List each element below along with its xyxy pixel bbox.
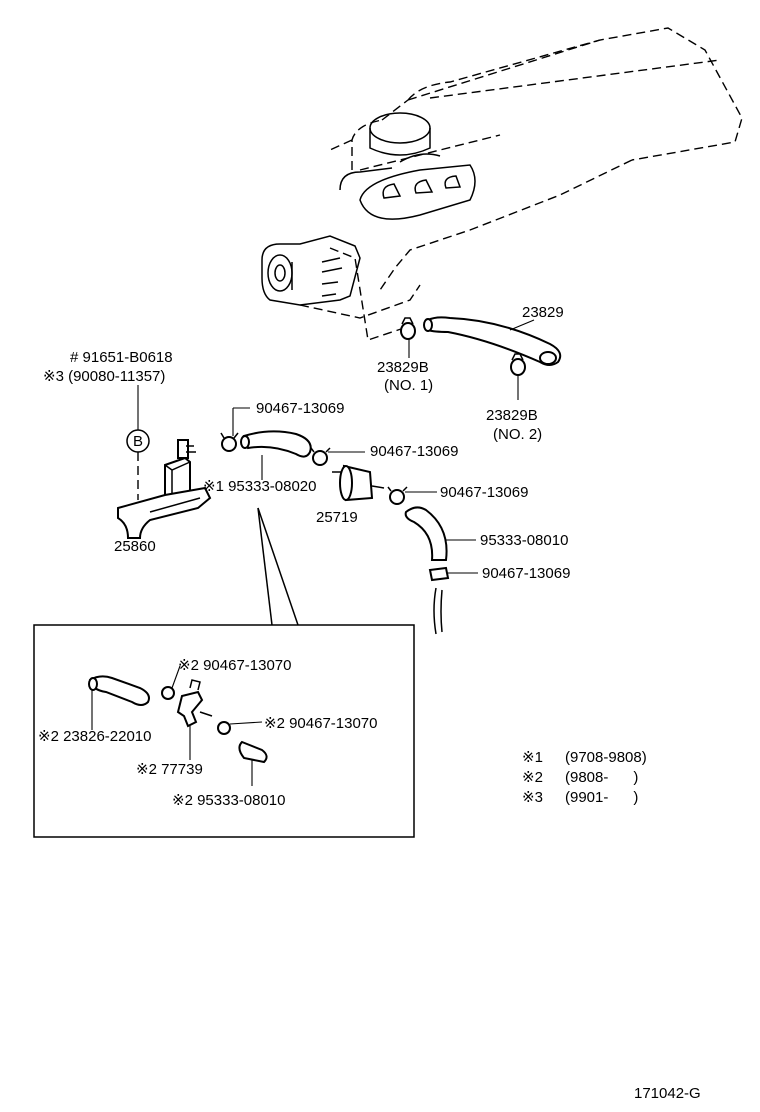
label-95333-08020: ※1 95333-08020	[203, 478, 317, 495]
label-inset-90467-a: ※2 90467-13070	[178, 657, 292, 674]
hose-95333-08020	[240, 430, 312, 458]
label-23829: 23829	[522, 304, 564, 321]
label-inset-77739: ※2 77739	[136, 761, 203, 778]
legend-mark: ※3	[522, 789, 543, 806]
label-25860: 25860	[114, 538, 156, 555]
legend-mark: ※1	[522, 749, 543, 766]
clamp-90467-13069-a	[220, 407, 250, 452]
label-95333-08010: 95333-08010	[480, 532, 568, 549]
label-90467-b: 90467-13069	[370, 443, 458, 460]
label-circle-b: B	[133, 433, 143, 450]
label-inset-23826: ※2 23826-22010	[38, 728, 152, 745]
clamp-90467-13069-c	[387, 486, 437, 505]
legend-mark: ※2	[522, 769, 543, 786]
vacuum-switching-valve-25860	[117, 385, 212, 539]
hose-95333-08010	[404, 506, 476, 561]
inset-detail	[33, 507, 415, 838]
label-90467-a: 90467-13069	[256, 400, 344, 417]
label-90467-c: 90467-13069	[440, 484, 528, 501]
label-91651: # 91651-B0618	[70, 349, 173, 366]
label-23829b-no1: 23829B	[377, 359, 429, 376]
part-labels: 23829 23829B (NO. 1) 23829B (NO. 2) # 91…	[38, 304, 570, 809]
legend-range: (9901- )	[565, 789, 638, 806]
label-no2: (NO. 2)	[493, 426, 542, 443]
label-25719: 25719	[316, 509, 358, 526]
label-inset-90467-b: ※2 90467-13070	[264, 715, 378, 732]
clamp-90467-13069-d	[428, 566, 478, 635]
engine-outline	[261, 27, 743, 341]
label-inset-95333: ※2 95333-08010	[172, 792, 286, 809]
label-90467-d: 90467-13069	[482, 565, 570, 582]
hose-23829	[423, 316, 562, 366]
legend-range: (9808- )	[565, 769, 638, 786]
legend: ※1 (9708-9808) ※2 (9808- ) ※3 (9901- )	[522, 749, 647, 806]
label-90080: ※3 (90080-11357)	[43, 368, 165, 385]
figure-code: 171042-G	[634, 1085, 701, 1102]
filter-25719	[332, 464, 385, 502]
clamp-23829b-no1	[400, 317, 416, 358]
clamp-23829b-no2	[510, 353, 526, 400]
label-no1: (NO. 1)	[384, 377, 433, 394]
clamp-90467-13069-b	[310, 447, 365, 466]
legend-range: (9708-9808)	[565, 749, 647, 766]
label-23829b-no2: 23829B	[486, 407, 538, 424]
